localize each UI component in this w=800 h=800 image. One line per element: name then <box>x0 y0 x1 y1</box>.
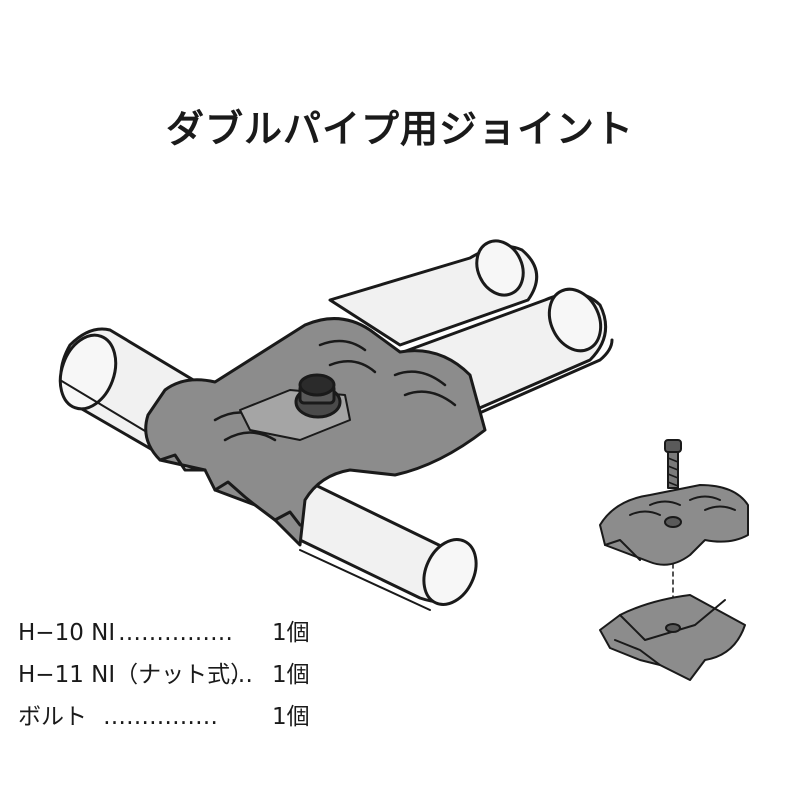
part-name: H−10 NI <box>18 620 116 646</box>
dot-leader: …………… <box>103 704 218 730</box>
right-cross-pipe <box>298 478 478 611</box>
product-title: ダブルパイプ用ジョイント <box>165 107 634 151</box>
part-quantity: 1個 <box>272 620 310 646</box>
bolt-head <box>294 373 342 419</box>
parts-list: H−10 NI …………… 1個 H−11 NI（ナット式） … 1個 ボルト … <box>18 612 318 738</box>
upper-parallel-pipe <box>328 239 539 347</box>
part-row: H−11 NI（ナット式） … 1個 <box>18 654 318 696</box>
exploded-lower-part <box>599 594 746 681</box>
main-assembly <box>58 239 614 611</box>
part-quantity: 1個 <box>272 662 310 688</box>
dot-leader: … <box>230 662 253 688</box>
part-quantity: 1個 <box>272 704 310 730</box>
part-name: H−11 NI（ナット式） <box>18 662 254 688</box>
dot-leader: …………… <box>118 620 233 646</box>
exploded-view <box>599 439 749 681</box>
part-row: H−10 NI …………… 1個 <box>18 612 318 654</box>
part-name: ボルト <box>18 704 87 730</box>
exploded-upper-part <box>599 484 749 566</box>
exploded-bolt <box>664 439 682 489</box>
part-row: ボルト …………… 1個 <box>18 696 318 738</box>
